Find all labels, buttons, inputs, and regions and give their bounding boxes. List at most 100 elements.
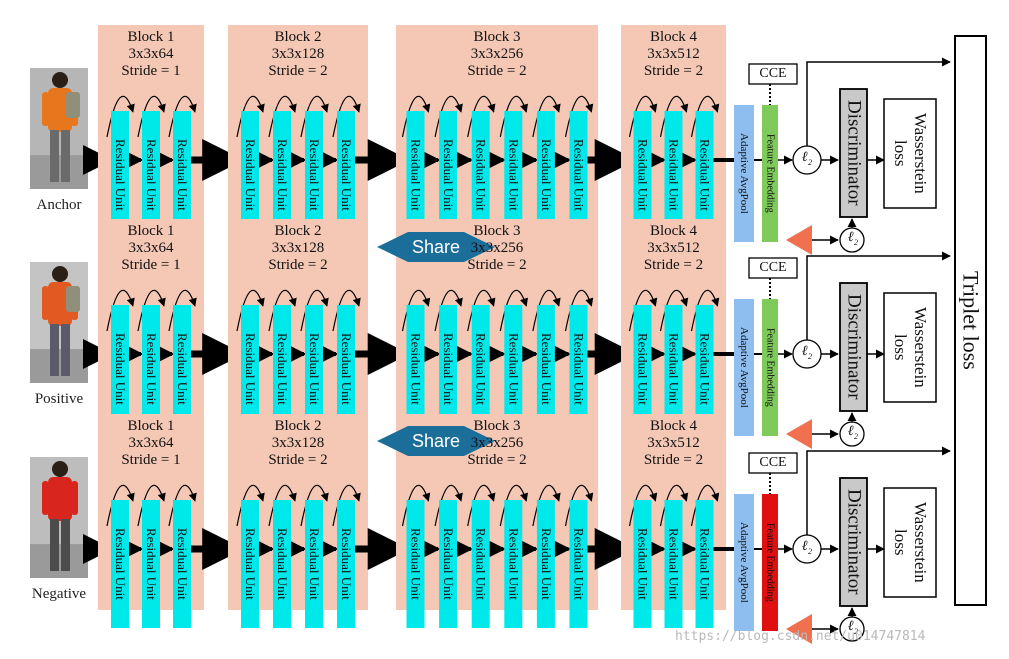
skip-connection-arrow: [499, 484, 529, 527]
residual-unit-label: Residual Unit: [339, 139, 354, 211]
skip-connection-arrow: [499, 95, 529, 138]
person-arm: [42, 92, 49, 126]
residual-unit-box: [504, 500, 523, 628]
triplet-loss-box: [954, 35, 987, 606]
residual-unit-box: [664, 111, 683, 239]
residual-unit-label: Residual Unit: [275, 333, 290, 405]
residual-unit-box: [406, 500, 425, 628]
triplet-loss-label: Triplet loss: [958, 271, 984, 370]
person-arm: [42, 481, 49, 515]
residual-unit-label: Residual Unit: [144, 139, 159, 211]
l2-symbol: ℓ: [802, 150, 808, 165]
cce-label: CCE: [759, 260, 787, 275]
residual-unit-label: Residual Unit: [697, 139, 713, 211]
skip-connection-arrow: [434, 95, 463, 138]
residual-unit-box: [305, 500, 323, 628]
residual-unit-label: Residual Unit: [243, 528, 258, 600]
block-title: Block 3: [473, 418, 521, 434]
person-leg: [50, 324, 59, 376]
skip-connection-arrow: [137, 484, 166, 527]
residual-unit-label: Residual Unit: [666, 528, 682, 600]
cce-box: [748, 257, 798, 279]
residual-unit-label: Residual Unit: [538, 528, 554, 600]
skip-connection-arrow: [137, 289, 166, 332]
skip-connection-arrow: [628, 95, 658, 138]
l2-subscript: 2: [853, 237, 858, 247]
person-backpack: [66, 286, 80, 312]
cce-label: CCE: [759, 455, 787, 470]
distribution-cone: [786, 614, 812, 644]
person-torso: [48, 477, 72, 521]
block-kernel: 3x3x512: [647, 240, 700, 256]
skip-connection-arrow: [236, 289, 265, 332]
l2-node-label: ℓ2: [841, 424, 865, 444]
block-title: Block 1: [127, 418, 175, 434]
residual-unit-label: Residual Unit: [243, 139, 258, 211]
residual-unit-box: [273, 111, 291, 239]
residual-unit-label: Residual Unit: [175, 528, 190, 600]
block-title: Block 2: [274, 29, 322, 45]
block-kernel: 3x3x64: [128, 240, 174, 256]
skip-connection-arrow: [690, 95, 720, 138]
skip-connection-arrow: [168, 484, 197, 527]
wasserstein-box: [883, 292, 937, 403]
residual-unit-box: [111, 111, 129, 239]
block-background: [396, 25, 598, 221]
residual-unit-box: [142, 305, 160, 433]
skip-connection-arrow: [659, 484, 689, 527]
person-head: [52, 266, 68, 282]
pool-label: Adaptive AvgPool: [738, 327, 750, 408]
skip-connection-arrow: [401, 95, 431, 138]
residual-unit-box: [569, 500, 588, 628]
skip-connection-arrow: [300, 95, 329, 138]
residual-unit-box: [273, 500, 291, 628]
residual-unit-box: [173, 305, 191, 433]
residual-unit-box: [142, 500, 160, 628]
person-head: [52, 461, 68, 477]
feature-embedding-box: [762, 494, 778, 631]
residual-unit-box: [695, 305, 714, 433]
residual-unit-box: [173, 111, 191, 239]
residual-unit-box: [569, 305, 588, 433]
skip-connection-arrow: [236, 484, 265, 527]
residual-unit-box: [664, 305, 683, 433]
share-arrow: [377, 232, 495, 262]
block-title: Block 4: [649, 29, 698, 45]
discriminator-box: [839, 88, 868, 218]
residual-unit-label: Residual Unit: [441, 528, 457, 600]
block-kernel: 3x3x64: [128, 46, 174, 62]
wasserstein-line1: Wasserstein: [911, 307, 930, 388]
residual-unit-box: [241, 111, 259, 239]
block-kernel: 3x3x256: [470, 46, 524, 62]
pool-label: Adaptive AvgPool: [738, 133, 750, 214]
block-kernel: 3x3x256: [470, 435, 524, 451]
residual-unit-label: Residual Unit: [538, 333, 554, 405]
l2-subscript: 2: [807, 157, 812, 167]
residual-unit-label: Residual Unit: [697, 333, 713, 405]
skip-connection-arrow: [690, 289, 720, 332]
residual-unit-label: Residual Unit: [339, 333, 354, 405]
skip-connection-arrow: [564, 289, 594, 332]
discriminator-label: Discriminator: [843, 489, 865, 595]
skip-connection-arrow: [659, 289, 689, 332]
pool-label: Adaptive AvgPool: [738, 522, 750, 603]
wasserstein-line2: loss: [891, 334, 910, 361]
block-kernel: 3x3x128: [271, 435, 325, 451]
residual-unit-box: [439, 500, 458, 628]
skip-connection-arrow: [401, 484, 431, 527]
residual-unit-box: [439, 111, 458, 239]
residual-unit-label: Residual Unit: [144, 528, 159, 600]
skip-connection-arrow: [268, 289, 297, 332]
residual-unit-box: [633, 500, 652, 628]
skip-connection-arrow: [236, 95, 265, 138]
person-leg: [50, 519, 59, 571]
residual-unit-label: Residual Unit: [635, 333, 651, 405]
pool-box: [734, 105, 754, 242]
